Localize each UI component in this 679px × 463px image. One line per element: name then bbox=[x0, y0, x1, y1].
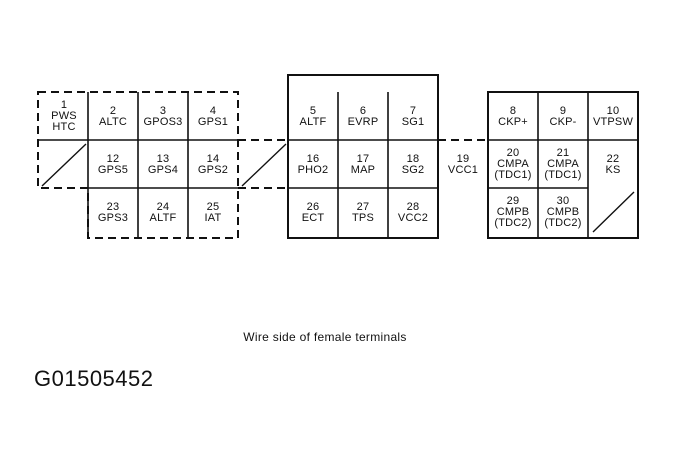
pin-29: 29 CMPB (TDC2) bbox=[489, 190, 537, 235]
pin-number: 26 bbox=[306, 200, 320, 213]
pin-signal-sub: HTC bbox=[52, 121, 76, 133]
pin-signal: VTPSW bbox=[592, 115, 634, 128]
pin-signal: VCC1 bbox=[447, 163, 479, 176]
pin-23: 23 GPS3 bbox=[89, 190, 137, 235]
pin-number: 13 bbox=[156, 152, 170, 165]
pin-8: 8 CKP+ bbox=[489, 94, 537, 139]
pin-number: 20 bbox=[506, 147, 520, 159]
diagram-caption: Wire side of female terminals bbox=[243, 330, 407, 344]
pin-25: 25 IAT bbox=[189, 190, 237, 235]
pin-9: 9 CKP- bbox=[539, 94, 587, 139]
pin-signal-sub: (TDC2) bbox=[494, 217, 532, 229]
pin-signal: TPS bbox=[352, 211, 374, 224]
pin-number: 28 bbox=[406, 200, 420, 213]
pin-signal: CMPA bbox=[497, 158, 529, 170]
pin-number: 19 bbox=[456, 152, 470, 165]
pin-signal: GPS3 bbox=[97, 211, 129, 224]
pin-27: 27 TPS bbox=[339, 190, 387, 235]
pin-28: 28 VCC2 bbox=[389, 190, 437, 235]
pin-21: 21 CMPA (TDC1) bbox=[539, 142, 587, 187]
pin-signal-sub: (TDC2) bbox=[544, 217, 582, 229]
pin-1: 1 PWS HTC bbox=[40, 94, 88, 139]
pin-number: 25 bbox=[206, 200, 220, 213]
pin-3: 3 GPOS3 bbox=[139, 94, 187, 139]
pin-number: 30 bbox=[556, 195, 570, 207]
pin-12: 12 GPS5 bbox=[89, 142, 137, 187]
pin-number: 14 bbox=[206, 152, 220, 165]
pin-signal-sub: (TDC1) bbox=[494, 169, 532, 181]
pin-20: 20 CMPA (TDC1) bbox=[489, 142, 537, 187]
pin-signal: SG1 bbox=[401, 115, 425, 128]
pin-number: 29 bbox=[506, 195, 520, 207]
pin-signal: GPS2 bbox=[197, 163, 229, 176]
pin-signal: CKP+ bbox=[498, 115, 528, 128]
pin-signal: SG2 bbox=[401, 163, 425, 176]
pin-number: 5 bbox=[309, 104, 317, 117]
pin-number: 1 bbox=[60, 99, 68, 111]
pin-signal: GPS5 bbox=[97, 163, 129, 176]
pin-signal: CMPB bbox=[496, 206, 530, 218]
pin-16: 16 PHO2 bbox=[289, 142, 337, 187]
pin-7: 7 SG1 bbox=[389, 94, 437, 139]
pin-signal: VCC2 bbox=[397, 211, 429, 224]
pin-19: 19 VCC1 bbox=[439, 142, 487, 187]
pin-signal: GPS1 bbox=[197, 115, 229, 128]
pin-30: 30 CMPB (TDC2) bbox=[539, 190, 587, 235]
pin-signal: ECT bbox=[301, 211, 325, 224]
pin-number: 7 bbox=[409, 104, 417, 117]
pin-number: 23 bbox=[106, 200, 120, 213]
pin-24: 24 ALTF bbox=[139, 190, 187, 235]
pin-13: 13 GPS4 bbox=[139, 142, 187, 187]
pin-number: 2 bbox=[109, 104, 117, 117]
pin-number: 8 bbox=[509, 104, 517, 117]
pin-26: 26 ECT bbox=[289, 190, 337, 235]
pin-4: 4 GPS1 bbox=[189, 94, 237, 139]
pin-signal: EVRP bbox=[347, 115, 379, 128]
pin-6: 6 EVRP bbox=[339, 94, 387, 139]
pin-signal: GPS4 bbox=[147, 163, 179, 176]
pin-signal: ALTC bbox=[98, 115, 128, 128]
pin-signal-sub: (TDC1) bbox=[544, 169, 582, 181]
pin-22: 22 KS bbox=[589, 142, 637, 187]
pin-14: 14 GPS2 bbox=[189, 142, 237, 187]
figure-id: G01505452 bbox=[34, 366, 154, 391]
pin-signal: KS bbox=[605, 163, 621, 176]
pin-signal: CMPB bbox=[546, 206, 580, 218]
pin-number: 17 bbox=[356, 152, 370, 165]
pin-number: 4 bbox=[209, 104, 217, 117]
pin-number: 3 bbox=[159, 104, 167, 117]
pin-signal: ALTF bbox=[149, 211, 177, 224]
pin-number: 16 bbox=[306, 152, 320, 165]
pin-signal: PWS bbox=[51, 110, 77, 122]
pin-number: 22 bbox=[606, 152, 620, 165]
pin-number: 12 bbox=[106, 152, 120, 165]
pin-number: 18 bbox=[406, 152, 420, 165]
pin-18: 18 SG2 bbox=[389, 142, 437, 187]
pin-number: 9 bbox=[559, 104, 567, 117]
pin-signal: CMPA bbox=[547, 158, 579, 170]
pin-number: 27 bbox=[356, 200, 370, 213]
pin-signal: PHO2 bbox=[297, 163, 329, 176]
pin-10: 10 VTPSW bbox=[589, 94, 637, 139]
pin-5: 5 ALTF bbox=[289, 94, 337, 139]
pin-signal: ALTF bbox=[299, 115, 327, 128]
pin-signal: CKP- bbox=[549, 115, 577, 128]
pin-signal: MAP bbox=[350, 163, 376, 176]
pin-number: 21 bbox=[556, 147, 570, 159]
pin-signal: GPOS3 bbox=[143, 115, 183, 128]
pin-17: 17 MAP bbox=[339, 142, 387, 187]
pin-signal: IAT bbox=[204, 211, 222, 224]
pin-number: 24 bbox=[156, 200, 170, 213]
pin-2: 2 ALTC bbox=[89, 94, 137, 139]
pin-number: 6 bbox=[359, 104, 367, 117]
pin-number: 10 bbox=[606, 104, 620, 117]
